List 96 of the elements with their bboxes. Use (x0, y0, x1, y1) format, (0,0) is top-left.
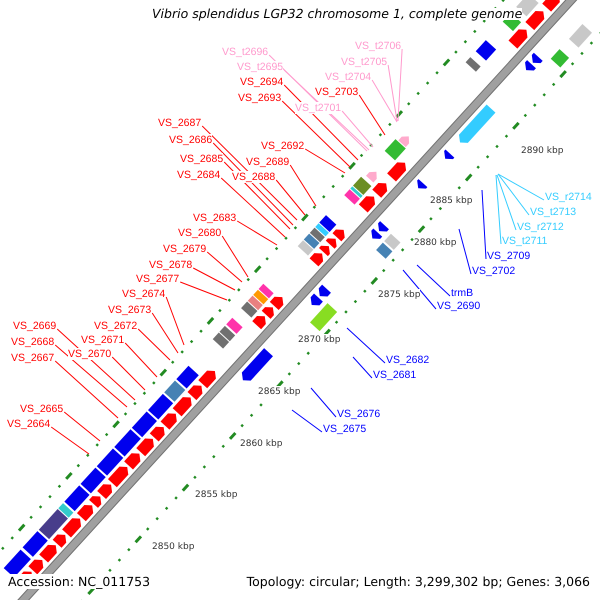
title: Vibrio splendidus LGP32 chromosome 1, complete genome (152, 8, 522, 20)
leader-line (388, 64, 398, 122)
leader-line (372, 80, 398, 122)
leader-line (206, 252, 242, 282)
leader-line (124, 342, 158, 378)
leader-line (202, 126, 298, 220)
leader-line (416, 264, 450, 296)
gene-label: VS_2694 (240, 76, 284, 88)
leader-line (310, 388, 336, 418)
leader-line (276, 180, 306, 216)
scale-label: 2890 kbp (521, 145, 564, 157)
gene-label: VS_t2705 (341, 56, 388, 68)
leader-line (152, 312, 178, 354)
leader-line (398, 48, 403, 122)
scale-label: 2865 kbp (258, 386, 300, 398)
gene-label: VS_2669 (13, 320, 56, 332)
leader-line (56, 328, 136, 400)
accession-text: Accession: NC_011753 (8, 574, 150, 589)
gene-label: VS_r2714 (545, 191, 592, 203)
leader-line (222, 236, 248, 278)
gene-label: VS_t2695 (237, 61, 284, 73)
leader-line (54, 360, 118, 418)
leader-line (346, 328, 386, 364)
leader-line (64, 412, 100, 442)
gene-label: VS_2703 (315, 86, 358, 98)
gene-label: VS_2684 (177, 169, 220, 181)
gene-label: VS_2671 (81, 334, 124, 346)
gene-label: VS_2670 (68, 348, 112, 360)
scale-label: 2870 kbp (298, 334, 340, 346)
leader-line (352, 356, 372, 378)
gene-label: VS_2665 (20, 403, 64, 415)
scale-label: 2880 kbp (414, 237, 456, 249)
gene-label: VS_t2704 (325, 71, 372, 83)
gene-label: trmB (451, 287, 474, 299)
gene-label: VS_2692 (261, 140, 304, 152)
leader-line (498, 174, 544, 200)
gene-label: VS_2667 (11, 352, 54, 364)
leader-line (192, 268, 236, 290)
gene-label: VS_2693 (238, 92, 282, 104)
scale-label: 2850 kbp (152, 541, 194, 553)
gene-label: VS_t2713 (530, 206, 576, 218)
gene-label: VS_2675 (323, 423, 366, 435)
gene-label: VS_2680 (178, 227, 222, 239)
gene-label: VS_t2701 (295, 102, 342, 114)
gene-label: VS_2672 (94, 320, 138, 332)
leader-line (212, 142, 294, 226)
gene-label: VS_2685 (180, 153, 224, 165)
gene-label: VS_2683 (193, 212, 236, 224)
leader-line (166, 296, 184, 346)
scale-label: 2860 kbp (240, 438, 282, 450)
leader-line (358, 94, 386, 136)
leader-line (498, 174, 530, 216)
gene-label: VS_t2696 (222, 46, 268, 58)
leader-line (290, 164, 316, 206)
gene-label: VS_2664 (7, 418, 50, 430)
leader-line (50, 426, 90, 454)
leader-line (54, 344, 128, 408)
leader-line (180, 282, 228, 300)
gene-label: VS_2676 (337, 408, 380, 420)
leader-line (284, 84, 358, 160)
genome-summary-text: Topology: circular; Length: 3,299,302 bp; Genes: 3,066 (246, 574, 590, 589)
leader-line (220, 178, 286, 238)
gene-label: VS_2709 (487, 250, 530, 262)
leader-line (496, 174, 502, 244)
gene-label: VS_t2706 (355, 40, 402, 52)
leader-line (138, 328, 170, 360)
leader-line (292, 410, 322, 432)
gene-label: VS_2677 (136, 273, 180, 285)
leader-line (482, 190, 486, 260)
gene-label: VS_2679 (163, 243, 206, 255)
gene-label: VS_2682 (386, 354, 430, 366)
gene-label: VS_t2711 (502, 235, 548, 247)
gene-label: VS_2686 (169, 134, 212, 146)
leader-line (342, 110, 374, 148)
scale-label: 2885 kbp (430, 195, 472, 207)
leader-line (112, 356, 146, 390)
leader-line (402, 270, 436, 310)
gene-label: VS_2690 (437, 300, 480, 312)
gene-label: VS_2678 (149, 259, 192, 271)
gene-label: VS_2688 (232, 171, 276, 183)
leader-line (458, 228, 472, 274)
scale-label: 2875 kbp (378, 289, 420, 301)
gene-label: VS_2681 (373, 369, 416, 381)
gene-label: VS_2687 (158, 117, 202, 129)
gene-label: VS_2673 (108, 304, 152, 316)
gene-label: VS_2674 (122, 288, 166, 300)
leader-line (282, 100, 350, 168)
leader-line (304, 148, 346, 174)
scale-label: 2855 kbp (195, 489, 238, 501)
gene-label: VS_r2712 (517, 221, 564, 233)
gene-label: VS_2689 (246, 156, 290, 168)
leader-line (224, 162, 290, 230)
gene-label: VS_2702 (472, 265, 516, 277)
gene-label: VS_2668 (11, 336, 54, 348)
leader-line (236, 220, 278, 246)
leader-line (496, 174, 516, 230)
